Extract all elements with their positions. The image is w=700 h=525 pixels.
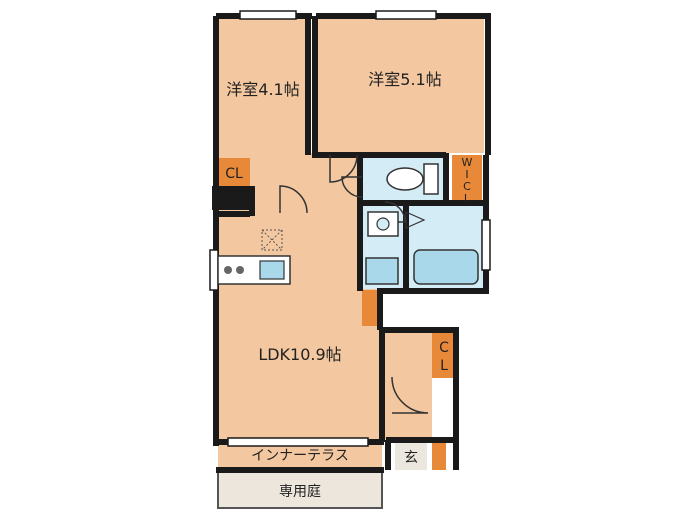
ldk-label: LDK10.9帖: [258, 345, 341, 364]
kitchen-counter: [217, 255, 291, 285]
shower-icon: [405, 211, 426, 229]
western-room-2-floor: [318, 18, 484, 153]
range-hood-icon: [261, 229, 283, 251]
closet-right-l-label: L: [440, 358, 448, 374]
shoe-cabinet: [432, 440, 446, 470]
bathtub-icon: [413, 249, 479, 285]
closet-left: [218, 158, 250, 188]
windows: [209, 10, 491, 447]
wic-label-w: W: [462, 156, 473, 169]
inner-terrace-label: インナーテラス: [251, 448, 349, 464]
washbasin-icon: [367, 211, 399, 237]
wall-block: [212, 186, 252, 210]
closet-right-c-label: C: [439, 340, 449, 356]
entry-hall-floor: [382, 330, 432, 442]
wic-label-l: L: [464, 192, 471, 205]
hall-floor: [310, 153, 362, 213]
wic-label-c: C: [463, 180, 471, 193]
toilet-icon: [386, 163, 439, 195]
western-room-1-label: 洋室4.1帖: [226, 80, 299, 99]
wic-label-i: I: [465, 168, 468, 181]
private-garden-label: 専用庭: [279, 483, 321, 500]
doors: [279, 154, 429, 414]
western-room-2-label: 洋室5.1帖: [368, 70, 441, 89]
ldk-floor: [214, 213, 382, 443]
entrance-floor: [395, 440, 427, 470]
washing-machine-icon: [365, 257, 399, 285]
entrance-label: 玄: [404, 449, 418, 466]
walk-in-closet: [452, 155, 482, 203]
closet-right: [432, 330, 456, 378]
closet-left-label: CL: [225, 166, 243, 182]
hall-storage: [362, 290, 378, 326]
private-garden-floor: [217, 471, 383, 509]
